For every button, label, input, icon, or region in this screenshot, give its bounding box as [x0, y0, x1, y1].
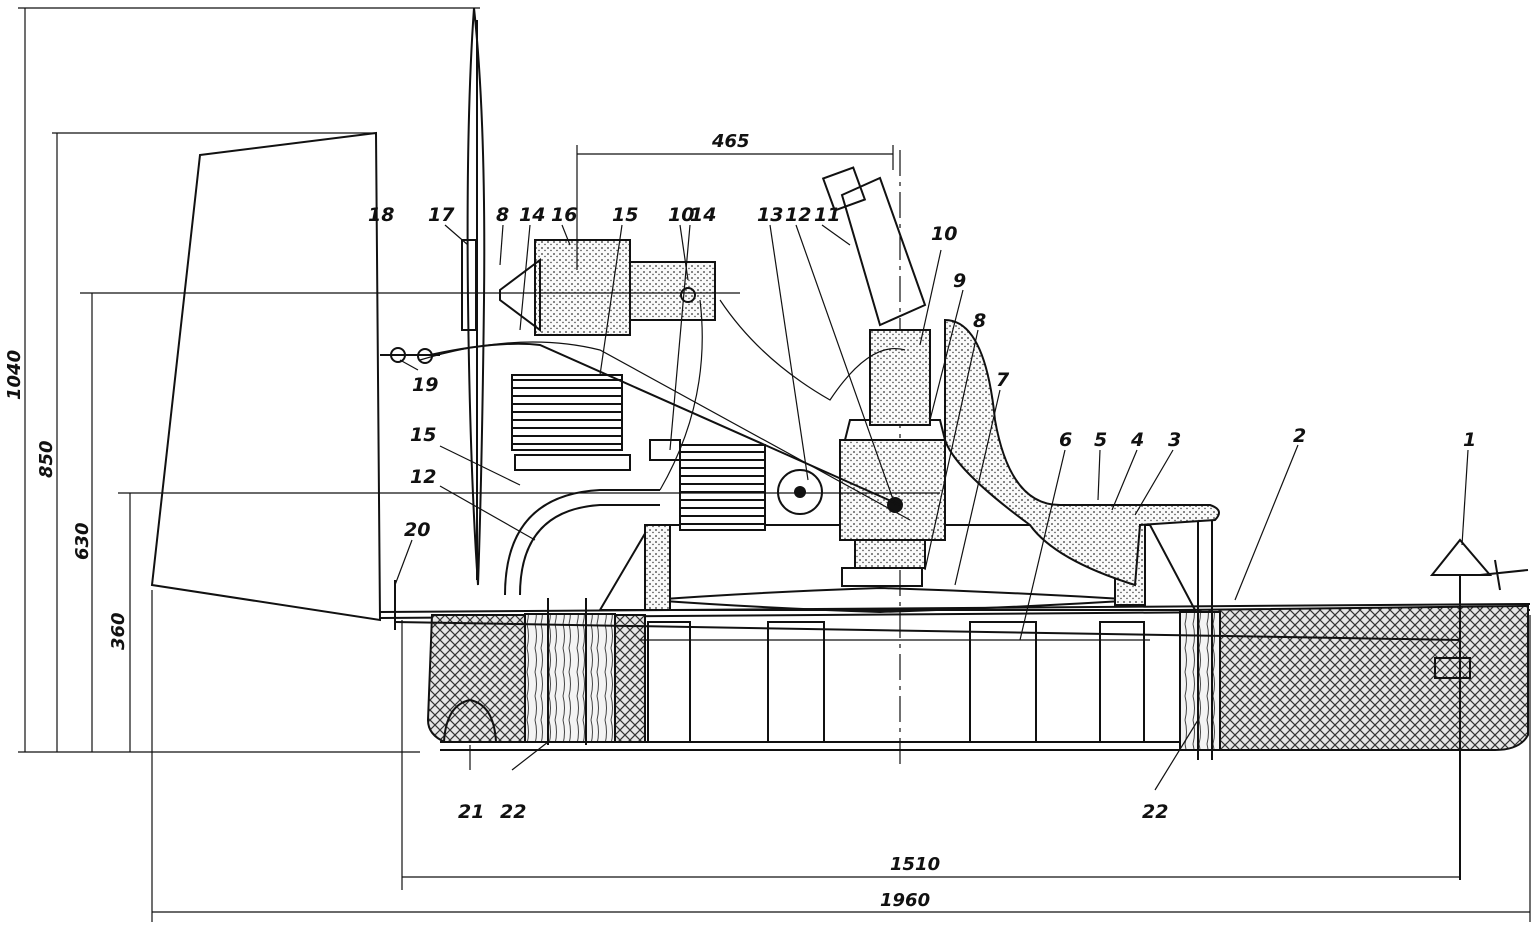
control-rod — [394, 621, 1461, 641]
dim-850: 850 — [36, 440, 57, 478]
dim-630: 630 — [72, 522, 93, 560]
callout-2: 2 — [1293, 425, 1306, 447]
hull-ribs — [640, 621, 1150, 743]
exhaust-pipe — [504, 489, 660, 596]
callout-20: 20 — [404, 519, 430, 541]
callout-19: 19 — [412, 374, 438, 396]
callout-4: 4 — [1130, 429, 1144, 451]
callout-leaders — [394, 224, 1469, 791]
callout-22-left: 22 — [500, 801, 526, 823]
callout-11: 11 — [814, 204, 840, 226]
steering-column — [1429, 538, 1529, 880]
callout-13: 13 — [757, 204, 783, 226]
callout-16: 16 — [551, 204, 577, 226]
callout-15-left: 15 — [410, 424, 436, 446]
callout-6: 6 — [1059, 429, 1072, 451]
callout-18: 18 — [368, 204, 394, 226]
dim-1040: 1040 — [4, 350, 25, 400]
dim-1960: 1960 — [880, 890, 930, 911]
callout-8-right: 8 — [973, 310, 986, 332]
callout-17: 17 — [428, 204, 455, 226]
hull-bottom-rails — [440, 741, 1301, 751]
callout-9: 9 — [953, 270, 966, 292]
callout-labels: 1 2 3 4 5 6 7 8 9 10 11 12 13 14 10 15 1… — [368, 204, 1476, 823]
dimension-labels: 465 1510 1960 1040 850 630 360 — [4, 131, 940, 911]
hull-right-foam-block — [1179, 510, 1529, 760]
callout-5: 5 — [1094, 429, 1107, 451]
lift-engine — [649, 419, 947, 569]
dim-1510: 1510 — [890, 854, 940, 875]
callout-3: 3 — [1168, 429, 1181, 451]
callout-1: 1 — [1463, 429, 1476, 451]
callout-21: 21 — [458, 801, 484, 823]
propeller — [461, 7, 486, 586]
callout-12-top: 12 — [785, 204, 811, 226]
callout-22-right: 22 — [1142, 801, 1168, 823]
rudder — [52, 131, 382, 622]
callout-15-top: 15 — [612, 204, 638, 226]
callout-12-left: 12 — [410, 466, 436, 488]
fuel-lines — [419, 299, 911, 521]
callout-10-left: 10 — [668, 204, 694, 226]
fuel-tank-assembly — [821, 166, 931, 426]
callout-10-right: 10 — [931, 223, 957, 245]
dim-465: 465 — [711, 131, 750, 152]
callout-8-left: 8 — [496, 204, 509, 226]
dim-360: 360 — [108, 612, 129, 650]
dimension-lines — [18, 7, 1531, 922]
callout-14-left: 14 — [519, 204, 545, 226]
rudder-linkage — [380, 347, 440, 630]
air-duct — [944, 318, 1220, 587]
hull-left-foam-block — [426, 598, 646, 745]
propulsion-engine — [499, 239, 716, 471]
callout-14-right: 14 — [690, 204, 716, 226]
callout-7: 7 — [996, 369, 1010, 391]
